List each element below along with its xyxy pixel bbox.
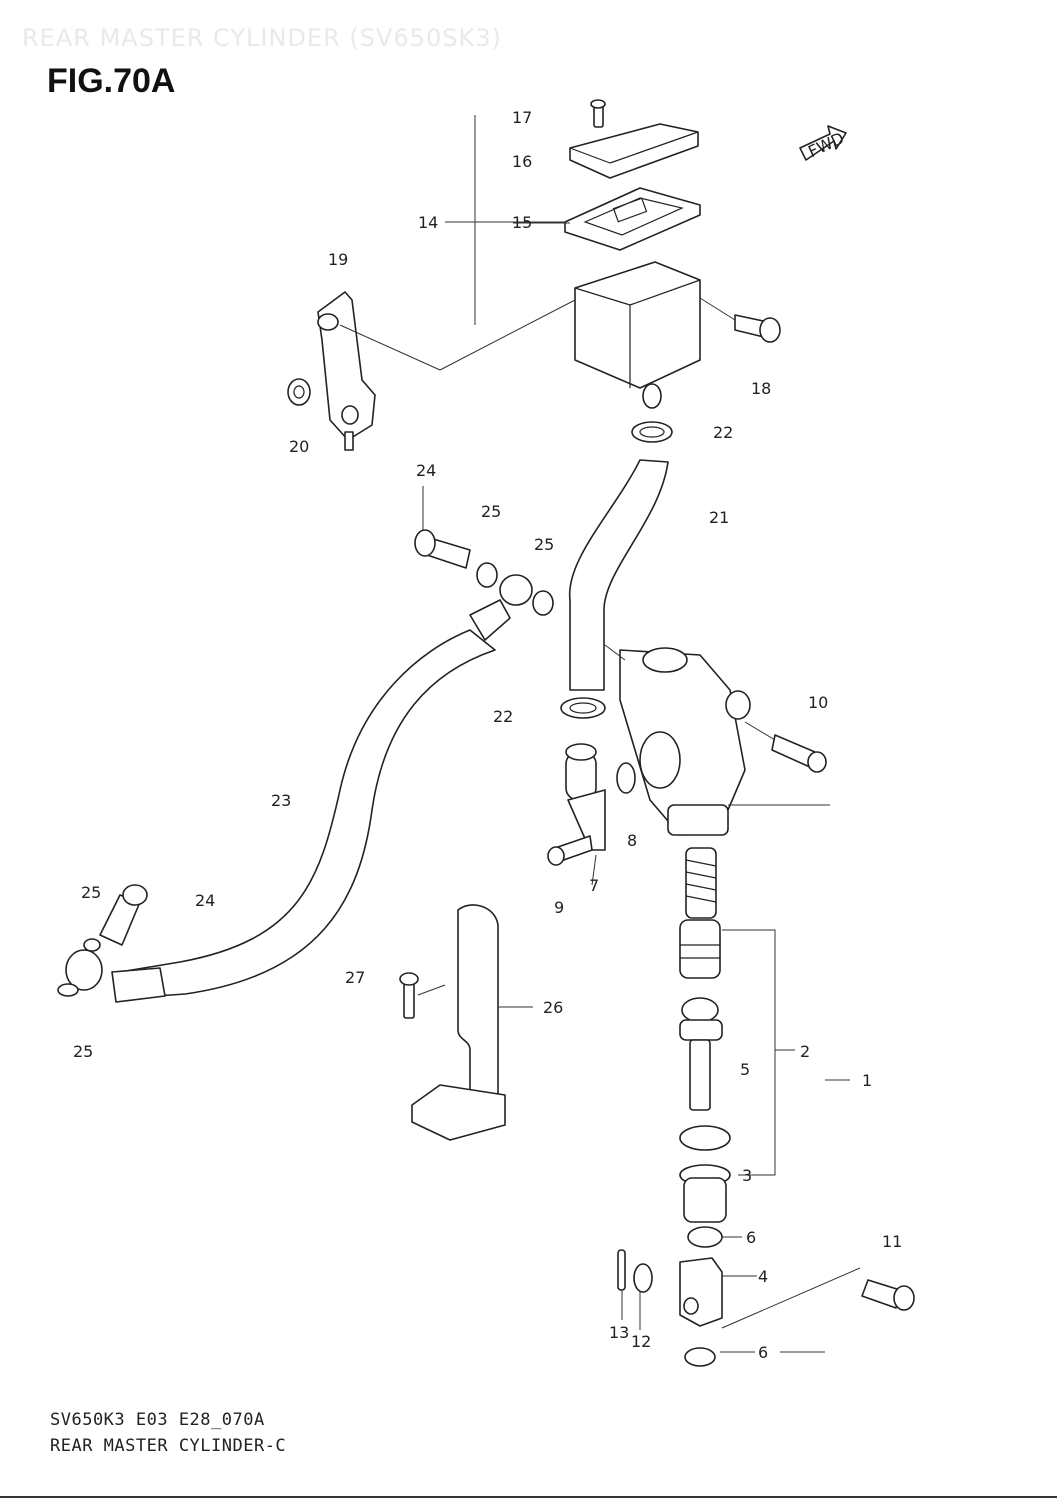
part-master-cylinder-body — [604, 644, 830, 836]
callout-24-lower: 24 — [195, 891, 215, 910]
callout-25-lower-b: 25 — [73, 1042, 93, 1061]
part-24-union-bolt-lower — [99, 884, 148, 946]
callout-23: 23 — [271, 791, 291, 810]
figure-title: FIG.70A — [47, 62, 176, 100]
part-18-bolt — [699, 297, 781, 343]
part-6-nut-lower — [684, 1347, 716, 1367]
part-24-union-bolt-top — [414, 529, 471, 569]
callout-2: 2 — [800, 1042, 810, 1061]
callout-6-lower: 6 — [758, 1343, 768, 1362]
callout-10: 10 — [808, 693, 828, 712]
fwd-label: FWD — [805, 128, 847, 161]
part-22-hose-clamp-lower — [560, 697, 606, 719]
leader-bracket — [339, 324, 441, 371]
callout-27: 27 — [345, 968, 365, 987]
part-4-clevis — [679, 1257, 723, 1327]
assembly-bracket — [417, 222, 850, 1353]
part-reservoir-body — [574, 261, 701, 409]
part-12-washer — [633, 1263, 653, 1293]
callout-16: 16 — [512, 152, 532, 171]
part-piston-cup — [679, 919, 721, 979]
callout-17: 17 — [512, 108, 532, 127]
callout-19: 19 — [328, 250, 348, 269]
callout-20: 20 — [289, 437, 309, 456]
callout-4: 4 — [758, 1267, 768, 1286]
part-11-clevis-pin — [721, 1267, 915, 1329]
part-8-o-ring — [616, 762, 636, 794]
part-9-screw — [547, 835, 593, 866]
callout-6-upper: 6 — [746, 1228, 756, 1247]
part-23-brake-hose — [119, 629, 496, 999]
part-25-washer-top-b — [532, 590, 554, 616]
callout-8: 8 — [627, 831, 637, 850]
part-27-bolt — [399, 972, 419, 1019]
callout-5: 5 — [740, 1060, 750, 1079]
callout-24-top: 24 — [416, 461, 436, 480]
footer-diagram-name: REAR MASTER CYLINDER-C — [50, 1436, 287, 1456]
callout-11: 11 — [882, 1232, 902, 1251]
footer-diagram-code: SV650K3 E03 E28_070A — [50, 1410, 265, 1430]
callout-13: 13 — [609, 1323, 629, 1342]
part-hose-end-fitting — [65, 949, 166, 1003]
callout-26: 26 — [543, 998, 563, 1017]
part-25-washer-lower-b — [57, 983, 79, 997]
part-13-cotter-pin — [617, 1249, 626, 1291]
callout-18: 18 — [751, 379, 771, 398]
callout-12: 12 — [631, 1332, 651, 1351]
part-circlip — [679, 1125, 731, 1151]
callout-15: 15 — [512, 213, 532, 232]
callout-9: 9 — [554, 898, 564, 917]
callout-1: 1 — [862, 1071, 872, 1090]
callout-14: 14 — [418, 213, 438, 232]
leader-bracket-2 — [439, 299, 576, 371]
part-25-washer-lower-a — [83, 938, 101, 952]
fwd-arrow-icon: FWD — [799, 125, 847, 161]
part-17-screw — [590, 99, 606, 128]
part-spring — [685, 847, 717, 919]
callout-25-top-a: 25 — [481, 502, 501, 521]
callout-22-lower: 22 — [493, 707, 513, 726]
part-5-pushrod — [679, 997, 723, 1111]
part-10-bolt — [744, 721, 827, 773]
part-6-nut-upper — [687, 1226, 723, 1248]
callout-7: 7 — [589, 876, 599, 895]
part-7-hose-joint — [565, 743, 606, 851]
callout-22-top: 22 — [713, 423, 733, 442]
callout-21: 21 — [709, 508, 729, 527]
bottom-border — [0, 1496, 1057, 1498]
callout-25-lower-a: 25 — [81, 883, 101, 902]
part-union-fitting-top — [469, 574, 533, 641]
callout-3: 3 — [742, 1166, 752, 1185]
callout-25-top-b: 25 — [534, 535, 554, 554]
part-15-diaphragm — [564, 187, 701, 251]
part-16-reservoir-cap — [569, 123, 699, 179]
part-3-boot — [679, 1164, 731, 1223]
part-22-hose-clamp-top — [631, 421, 673, 443]
part-25-washer-top-a — [476, 562, 498, 588]
part-20-washer — [287, 378, 354, 451]
part-21-reservoir-hose — [568, 459, 669, 691]
part-26-pushrod-guard — [411, 904, 533, 1141]
ghost-title: REAR MASTER CYLINDER (SV650SK3) — [22, 24, 502, 52]
part-19-bracket — [317, 291, 376, 441]
